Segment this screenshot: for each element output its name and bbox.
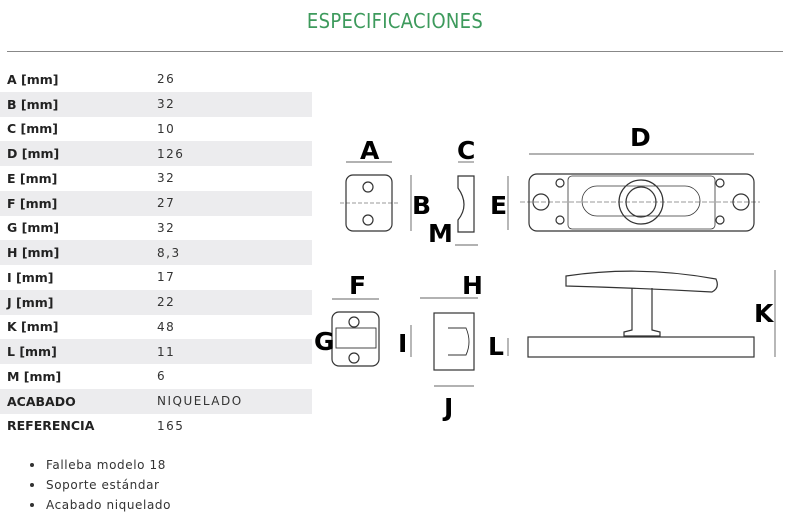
spec-label: G [mm]: [7, 220, 60, 236]
table-row: L [mm] 11: [0, 339, 312, 364]
table-row: J [mm] 22: [0, 289, 312, 315]
support-plate-side: [455, 161, 478, 246]
label-C: C: [457, 136, 475, 165]
spec-value: 126: [157, 146, 185, 161]
spec-label: REFERENCIA: [7, 418, 95, 434]
label-B: B: [412, 191, 431, 220]
spec-value: 10: [157, 121, 176, 136]
spec-label: J [mm]: [7, 294, 54, 310]
label-G: G: [314, 327, 335, 356]
table-row: F [mm] 27: [0, 190, 312, 216]
bullet-icon: [30, 463, 34, 467]
table-row: C [mm] 10: [0, 117, 312, 142]
spec-value: 11: [157, 344, 176, 359]
feature-text: Acabado niquelado: [46, 498, 172, 512]
list-item: Falleba modelo 18: [30, 455, 171, 475]
bullet-icon: [30, 483, 34, 487]
label-K: K: [754, 299, 775, 328]
spec-label: L [mm]: [7, 344, 57, 360]
label-F: F: [349, 271, 366, 300]
table-row: ACABADO NIQUELADO: [0, 388, 312, 414]
spec-value: 48: [157, 319, 176, 334]
table-row: D [mm] 126: [0, 141, 312, 166]
spec-value: 165: [157, 418, 185, 433]
label-M: M: [428, 219, 453, 248]
spec-value: 8,3: [157, 245, 181, 260]
table-row: M [mm] 6: [0, 364, 312, 389]
table-row: B [mm] 32: [0, 91, 312, 117]
table-row: H [mm] 8,3: [0, 240, 312, 265]
spec-label: D [mm]: [7, 146, 60, 162]
label-D: D: [630, 123, 651, 152]
label-H: H: [462, 271, 483, 300]
spec-value: 32: [157, 220, 176, 235]
spec-label: C [mm]: [7, 121, 59, 137]
handle-side-view: [507, 270, 776, 358]
spec-label: ACABADO: [7, 393, 76, 409]
label-E: E: [490, 191, 507, 220]
spec-value: 26: [157, 72, 176, 87]
table-row: I [mm] 17: [0, 265, 312, 290]
spec-label: H [mm]: [7, 245, 60, 261]
spec-value: 6: [157, 369, 167, 384]
table-row: REFERENCIA 165: [0, 414, 312, 439]
spec-label: F [mm]: [7, 195, 58, 211]
label-A: A: [360, 136, 380, 165]
bullet-icon: [30, 503, 34, 507]
spec-value: NIQUELADO: [157, 394, 243, 409]
spec-value: 17: [157, 270, 176, 285]
feature-text: Soporte estándar: [46, 478, 160, 492]
feature-text: Falleba modelo 18: [46, 458, 166, 472]
keeper-side: [410, 297, 478, 387]
feature-list: Falleba modelo 18 Soporte estándar Acaba…: [30, 455, 171, 515]
support-plate-front: [340, 161, 412, 232]
spec-label: E [mm]: [7, 170, 58, 186]
list-item: Acabado niquelado: [30, 495, 171, 515]
spec-label: B [mm]: [7, 96, 59, 112]
spec-label: I [mm]: [7, 269, 54, 285]
table-row: G [mm] 32: [0, 216, 312, 241]
table-row: A [mm] 26: [0, 67, 312, 92]
page-title: ESPECIFICACIONES: [306, 9, 484, 33]
list-item: Soporte estándar: [30, 475, 171, 495]
keeper-front: [331, 298, 380, 367]
spec-label: A [mm]: [7, 71, 59, 87]
label-I: I: [398, 329, 407, 358]
label-J: J: [442, 393, 453, 422]
table-row: E [mm] 32: [0, 166, 312, 191]
table-row: K [mm] 48: [0, 315, 312, 340]
spec-table: A [mm] 26 B [mm] 32 C [mm] 10 D [mm] 126 E [mm] 3…: [0, 67, 312, 438]
spec-value: 32: [157, 171, 176, 186]
handle-top-view: [507, 153, 760, 232]
spec-value: 22: [157, 295, 176, 310]
spec-label: M [mm]: [7, 368, 62, 384]
divider: [7, 51, 783, 52]
spec-label: K [mm]: [7, 319, 59, 335]
spec-value: 32: [157, 97, 176, 112]
spec-value: 27: [157, 196, 176, 211]
label-L: L: [488, 332, 504, 361]
